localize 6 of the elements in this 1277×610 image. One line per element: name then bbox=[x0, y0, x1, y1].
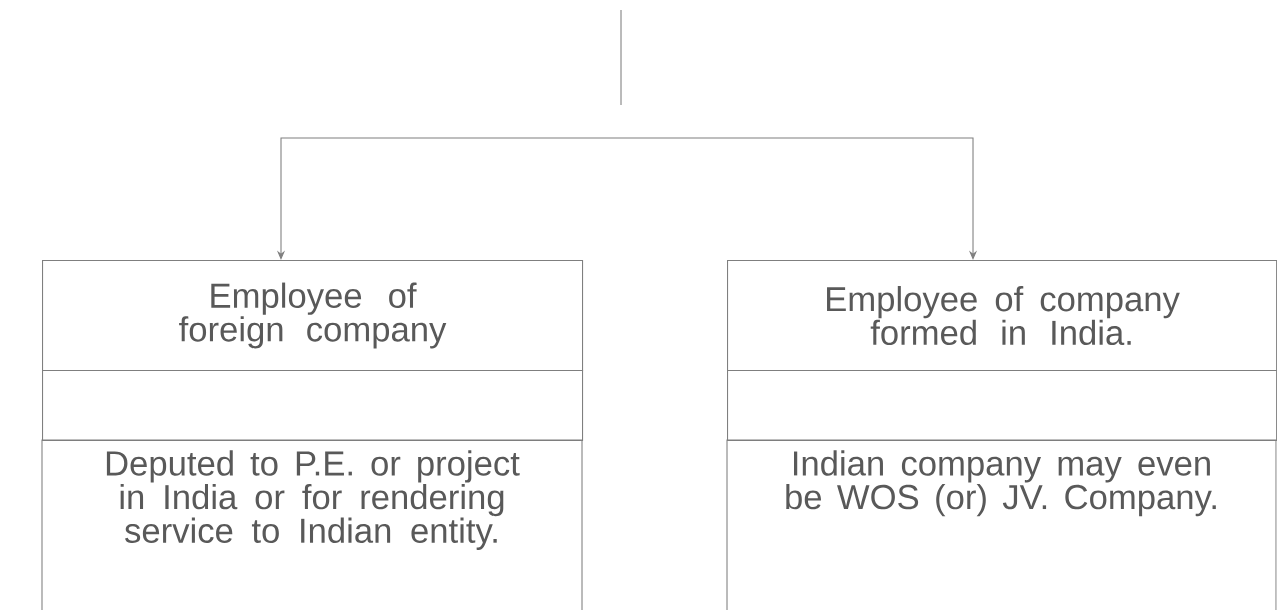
table-cell: Deputed to P.E. or project in India or for rendering service to Indian entity. bbox=[41, 439, 583, 610]
table-cell bbox=[42, 370, 584, 442]
table-cell: Employee of foreign company bbox=[42, 260, 584, 372]
table-cell bbox=[727, 370, 1277, 442]
table-cell: Indian company may even be WOS (or) JV. Company. bbox=[726, 439, 1277, 610]
table-cell: Employee of company formed in India. bbox=[727, 260, 1277, 372]
